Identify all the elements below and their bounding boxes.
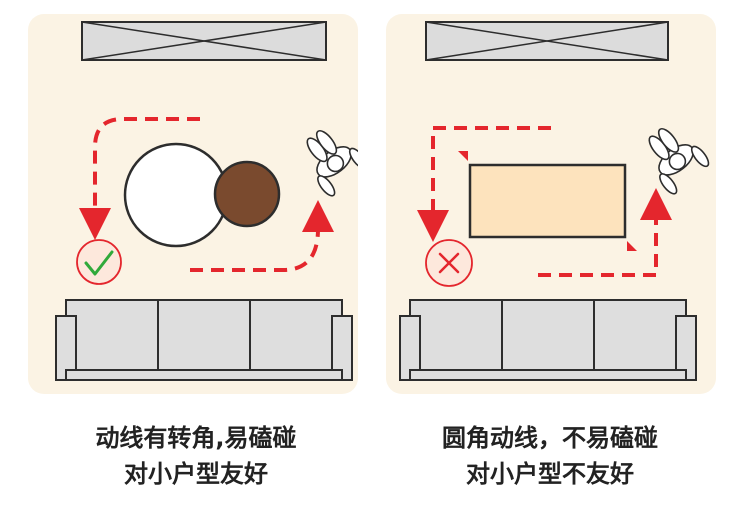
caption-left-line1: 动线有转角,易磕碰 <box>95 424 297 452</box>
caption-right-line1: 圆角动线，不易磕碰 <box>442 424 658 452</box>
sofa <box>55 299 353 381</box>
caption-left-line2: 对小户型友好 <box>124 460 268 488</box>
corner-marker-top-left <box>458 151 468 161</box>
rect-coffee-table <box>468 163 627 239</box>
sofa <box>399 299 697 381</box>
check-icon <box>76 239 122 285</box>
round-table-brown <box>213 160 281 228</box>
round-table-white <box>123 142 229 248</box>
caption-left: 动线有转角,易磕碰 对小户型友好 <box>16 420 376 492</box>
person-icon <box>648 127 710 195</box>
walk-path-lower <box>190 200 334 272</box>
walk-path-lower <box>538 188 672 277</box>
floorplan-right <box>399 21 710 381</box>
caption-right: 圆角动线，不易磕碰 对小户型不友好 <box>370 420 730 492</box>
corner-marker-bottom-right <box>627 241 637 251</box>
floorplan-left <box>55 21 358 381</box>
walk-path-upper <box>417 126 551 242</box>
tv-cabinet <box>425 21 669 61</box>
tv-cabinet <box>81 21 327 61</box>
scenario-panel-right <box>386 14 716 394</box>
scenario-panel-left <box>28 14 358 394</box>
cross-icon <box>425 239 473 287</box>
caption-right-line2: 对小户型不友好 <box>466 460 634 488</box>
person-icon <box>306 129 358 197</box>
